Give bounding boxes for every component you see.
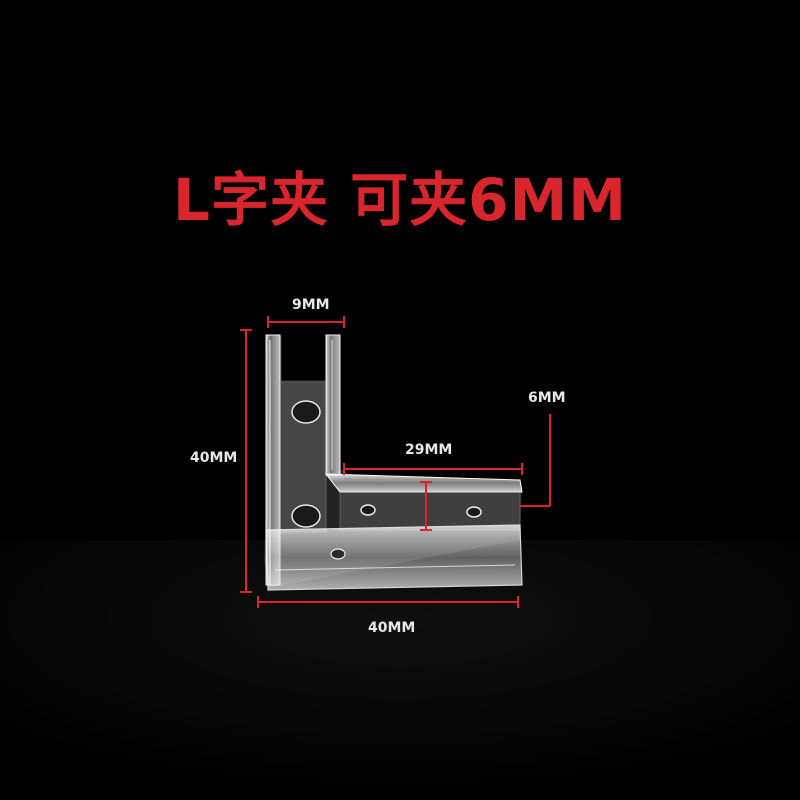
dim-label-inner-length: 29MM xyxy=(405,442,453,458)
dimension-lines xyxy=(240,316,551,608)
l-clip xyxy=(264,334,523,591)
dim-label-height: 40MM xyxy=(190,450,238,466)
dim-label-width: 40MM xyxy=(368,620,416,636)
page-title: L字夹 可夹6MM xyxy=(173,166,627,234)
dim-label-thickness: 6MM xyxy=(528,390,566,406)
dim-label-top-width: 9MM xyxy=(292,297,330,313)
